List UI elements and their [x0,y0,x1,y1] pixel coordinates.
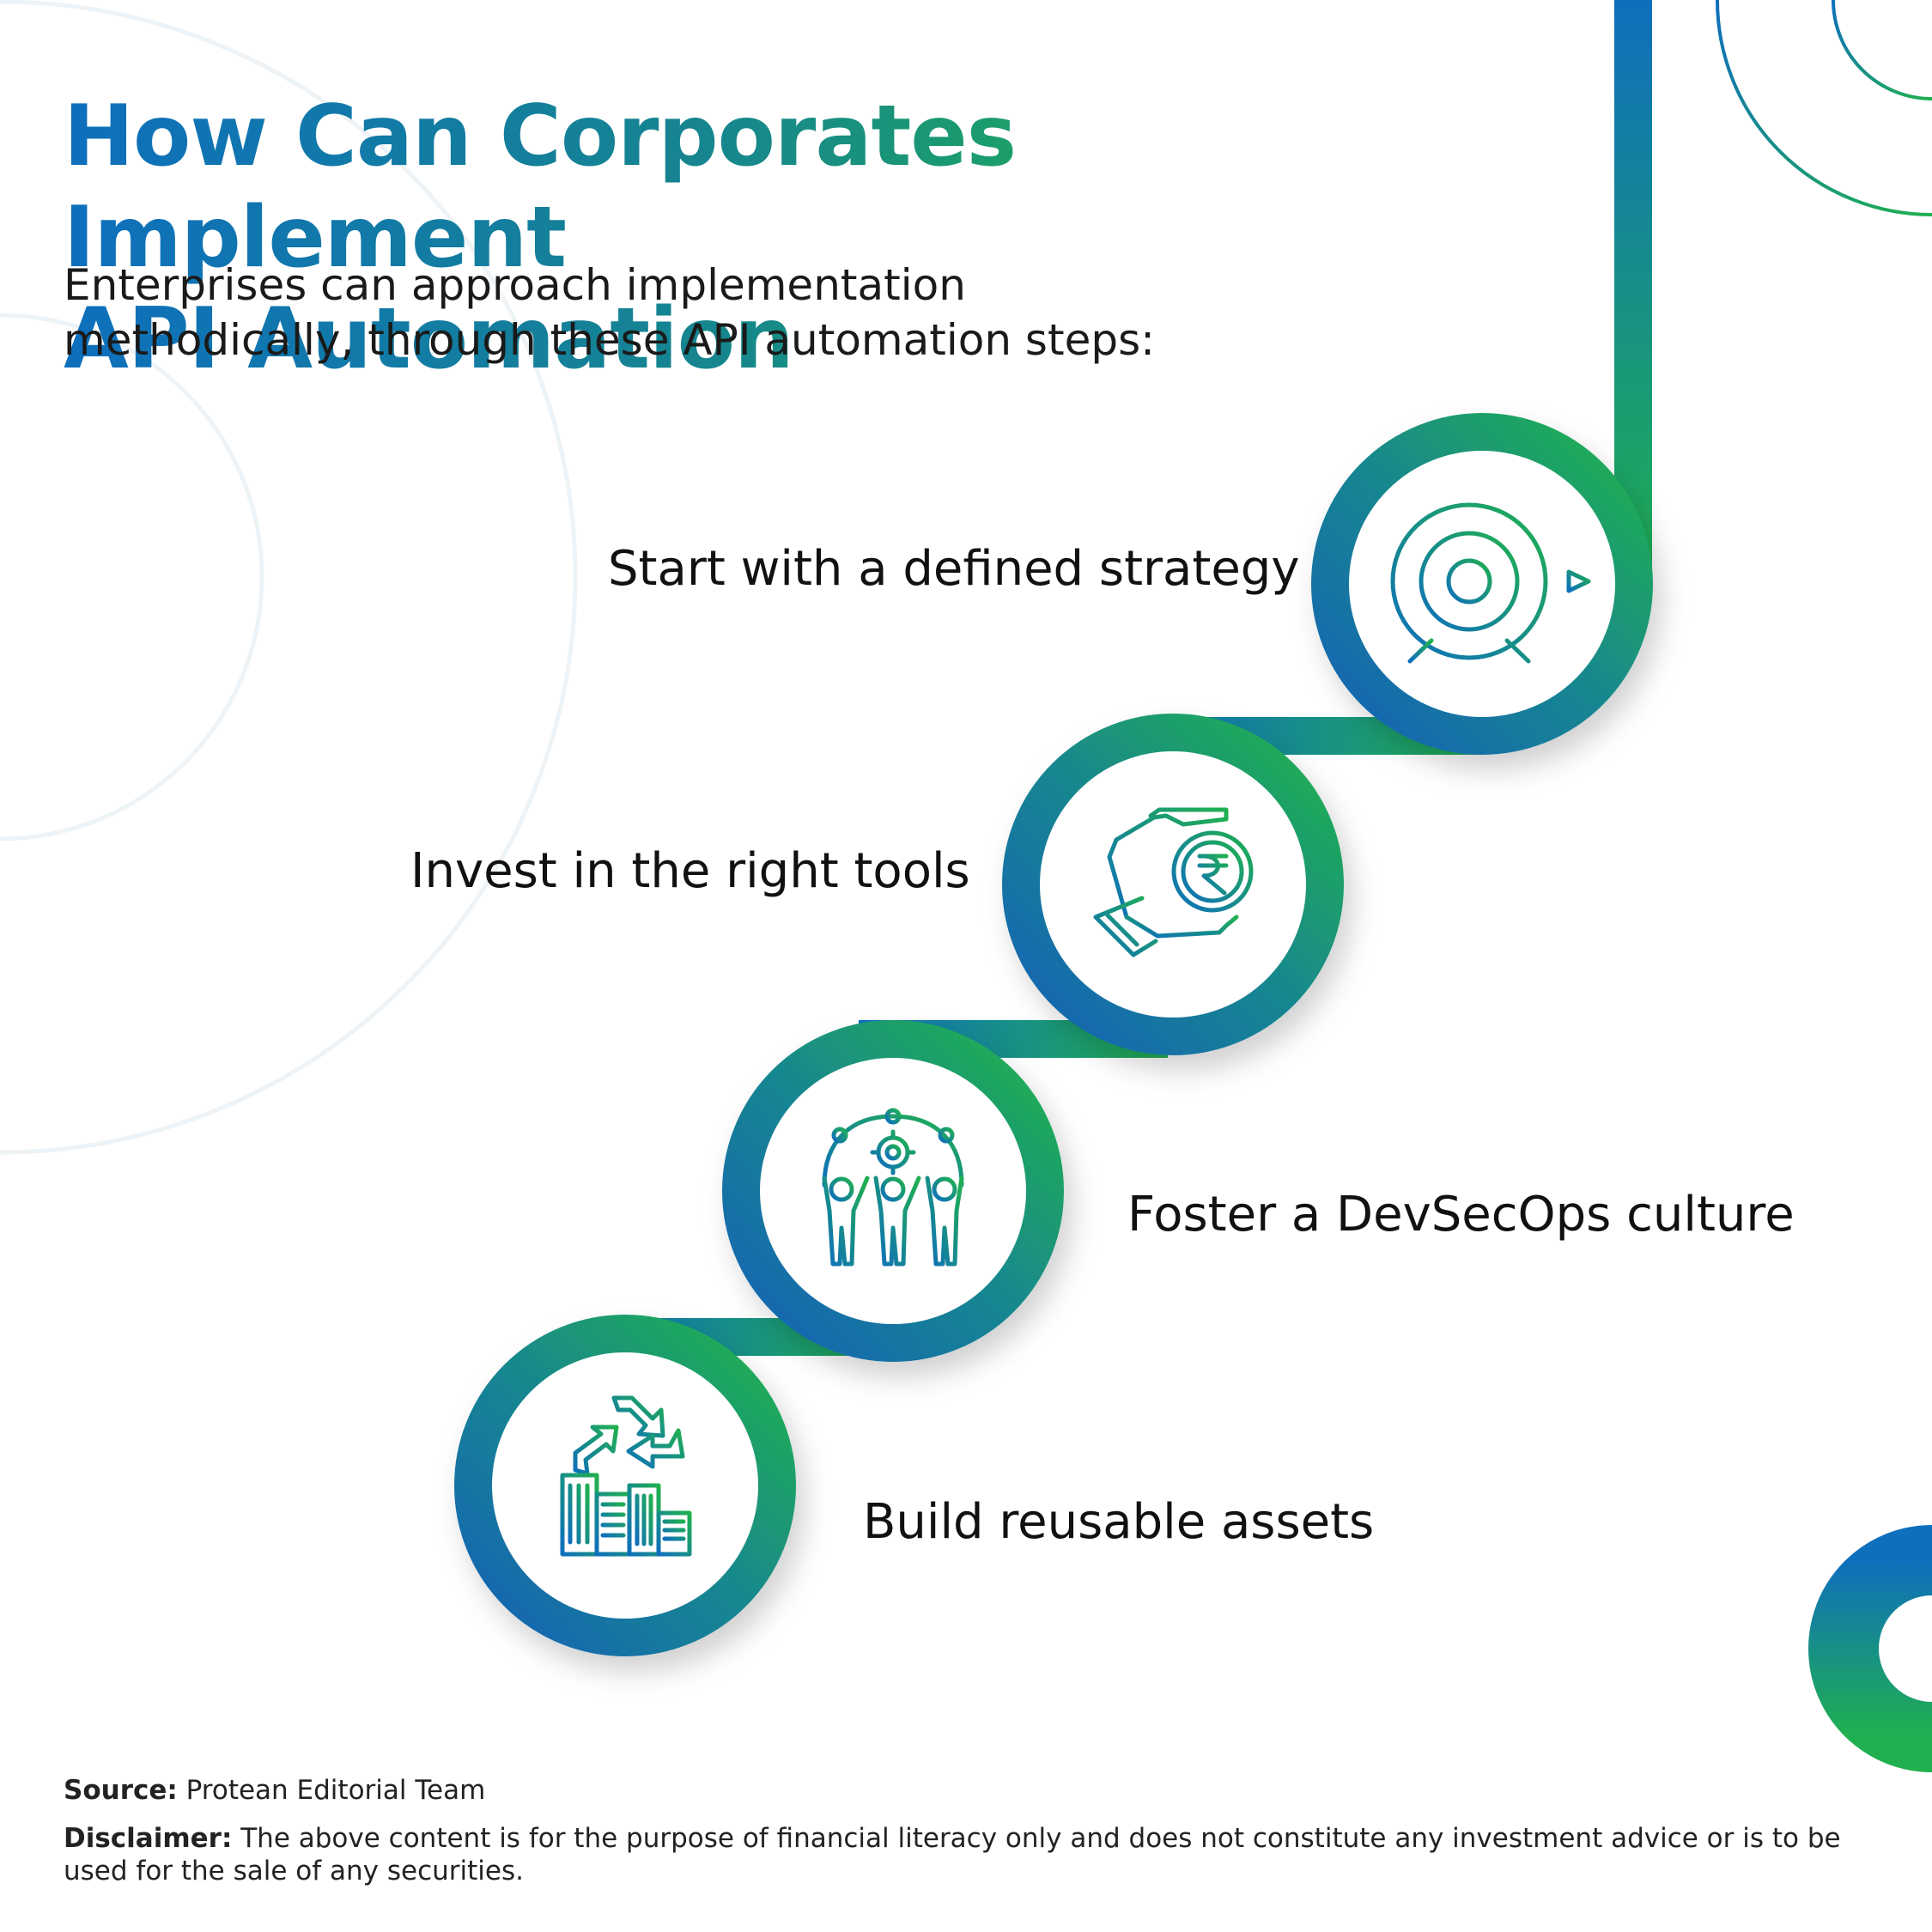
step-label-strategy: Start with a defined strategy [608,541,1300,597]
step-label-tools: Invest in the right tools [410,843,970,899]
step-circle-1 [1311,413,1653,755]
corner-arcs-top-right [1716,0,1932,216]
step-circle-3 [722,1020,1064,1362]
decorative-arcs [0,0,578,1155]
disclaimer-note: Disclaimer: The above content is for the… [64,1822,1867,1887]
source-label: Source: [64,1775,178,1806]
step-label-reusable-assets: Build reusable assets [863,1494,1375,1550]
step-circle-4 [454,1315,796,1656]
step-label-devsecops: Foster a DevSecOps culture [1127,1187,1795,1242]
source-text: Protean Editorial Team [185,1775,486,1806]
hand-rupee-coin-icon [1093,807,1254,957]
intro-text: Enterprises can approach implementation … [64,260,1155,365]
source-note: Source: Protean Editorial Team [64,1774,1867,1807]
corner-ring-bottom-right [1808,1525,1932,1772]
recycle-buildings-icon [560,1395,692,1557]
team-gear-icon [822,1108,964,1267]
disclaimer-text: The above content is for the purpose of … [64,1823,1841,1886]
disclaimer-label: Disclaimer: [64,1823,233,1854]
target-arrow-icon [1390,502,1591,664]
step-circle-2 [1002,714,1344,1055]
